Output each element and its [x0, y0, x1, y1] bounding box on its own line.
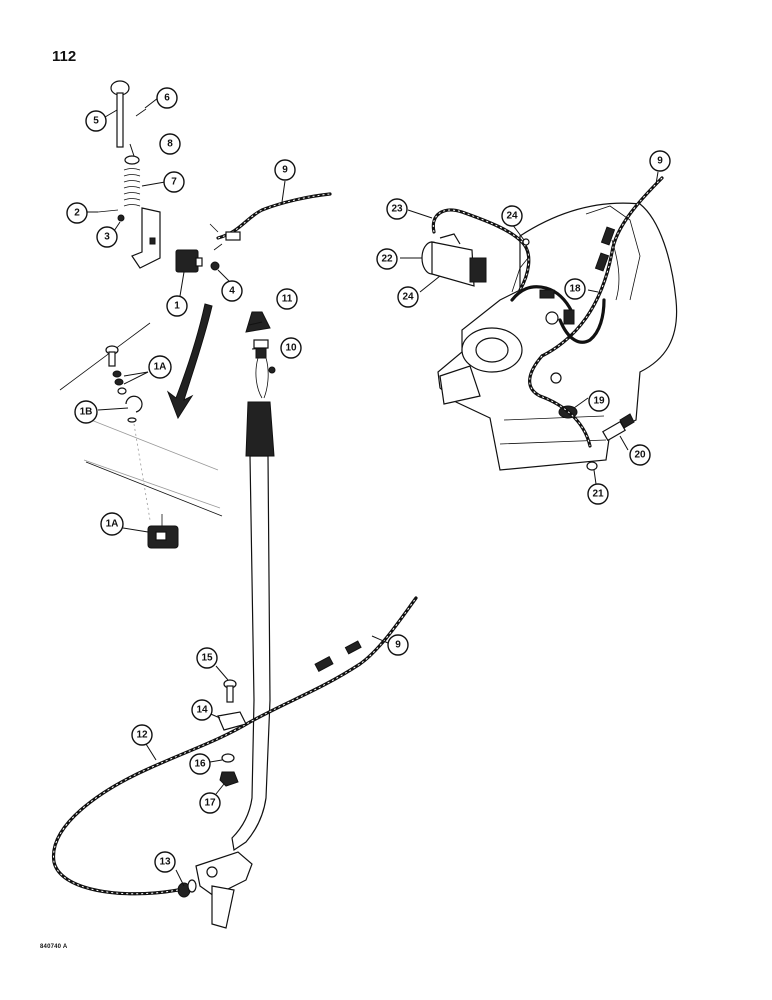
callout-label: 13 — [159, 857, 171, 868]
bracket-part — [131, 207, 161, 269]
callout-label: 20 — [634, 450, 646, 461]
callout-18: 18 — [564, 278, 586, 300]
page-number: 112 — [52, 48, 77, 65]
callout-label: 21 — [592, 489, 604, 500]
figure-code: 840740 A — [40, 944, 68, 950]
callout-3: 3 — [96, 226, 118, 248]
callout-label: 9 — [282, 165, 288, 176]
callout-5: 5 — [85, 110, 107, 132]
callout-9-right: 9 — [649, 150, 671, 172]
harness-lower — [52, 596, 418, 896]
washer-part — [124, 155, 140, 165]
harness-top — [209, 192, 332, 251]
callout-2: 2 — [66, 202, 88, 224]
pin-part — [110, 80, 130, 148]
callout-24-top: 24 — [501, 205, 523, 227]
solenoid-part — [421, 233, 487, 287]
callout-1: 1 — [166, 295, 188, 317]
callout-4: 4 — [221, 280, 243, 302]
callout-label: 24 — [402, 292, 414, 303]
nut-part — [117, 214, 125, 222]
callout-14: 14 — [191, 699, 213, 721]
callout-label: 9 — [395, 640, 401, 651]
clamp-assembly — [217, 679, 247, 787]
callout-label: 1 — [174, 301, 180, 312]
callout-label: 16 — [194, 759, 206, 770]
callout-label: 14 — [196, 705, 208, 716]
cotter-pin-part — [135, 108, 147, 117]
nut-part-right — [586, 461, 598, 471]
switch-assembly — [97, 80, 220, 273]
callout-label: 22 — [381, 254, 393, 265]
callout-label: 15 — [201, 653, 213, 664]
transmission-assembly — [421, 176, 678, 471]
callout-16: 16 — [189, 753, 211, 775]
callout-label: 12 — [136, 730, 148, 741]
callout-label: 3 — [104, 232, 110, 243]
callout-label: 10 — [285, 343, 297, 354]
callout-23: 23 — [386, 198, 408, 220]
leader-lines — [86, 97, 659, 887]
callout-label: 7 — [171, 177, 177, 188]
sender-assembly — [177, 311, 276, 929]
callout-13: 13 — [154, 851, 176, 873]
callout-8: 8 — [159, 133, 181, 155]
callout-22: 22 — [376, 248, 398, 270]
callout-label: 1B — [80, 407, 93, 418]
callout-label: 9 — [657, 156, 663, 167]
callout-label: 4 — [229, 286, 235, 297]
callout-7: 7 — [163, 171, 185, 193]
callout-1a-top: 1A — [148, 355, 172, 379]
callout-12: 12 — [131, 724, 153, 746]
callout-label: 2 — [74, 208, 80, 219]
callout-19: 19 — [588, 390, 610, 412]
callout-label: 5 — [93, 116, 99, 127]
callout-label: 11 — [282, 294, 293, 305]
tube-fitting — [177, 851, 253, 929]
callout-label: 6 — [164, 93, 170, 104]
callout-label: 19 — [593, 396, 605, 407]
callout-1a-bottom: 1A — [100, 512, 124, 536]
direction-arrow — [166, 303, 213, 420]
callout-9-mid: 9 — [387, 634, 409, 656]
callout-label: 24 — [506, 211, 518, 222]
callout-label: 17 — [204, 798, 216, 809]
switch-part — [175, 249, 203, 273]
sensor-part — [602, 413, 635, 442]
callout-11: 11 — [276, 288, 298, 310]
callout-21: 21 — [587, 483, 609, 505]
callout-20: 20 — [629, 444, 651, 466]
callout-24-left: 24 — [397, 286, 419, 308]
callout-label: 1A — [106, 519, 119, 530]
installation-view — [59, 322, 223, 549]
nut-part-small — [210, 261, 220, 271]
callout-label: 8 — [167, 139, 173, 150]
callout-label: 18 — [569, 284, 581, 295]
callout-6: 6 — [156, 87, 178, 109]
bolt-part — [97, 209, 119, 213]
callout-label: 1A — [154, 362, 167, 373]
callout-1b: 1B — [74, 400, 98, 424]
callout-label: 23 — [391, 204, 403, 215]
callout-17: 17 — [199, 792, 221, 814]
spring-part — [123, 168, 141, 207]
callout-10: 10 — [280, 337, 302, 359]
callout-9-top: 9 — [274, 159, 296, 181]
callout-15: 15 — [196, 647, 218, 669]
